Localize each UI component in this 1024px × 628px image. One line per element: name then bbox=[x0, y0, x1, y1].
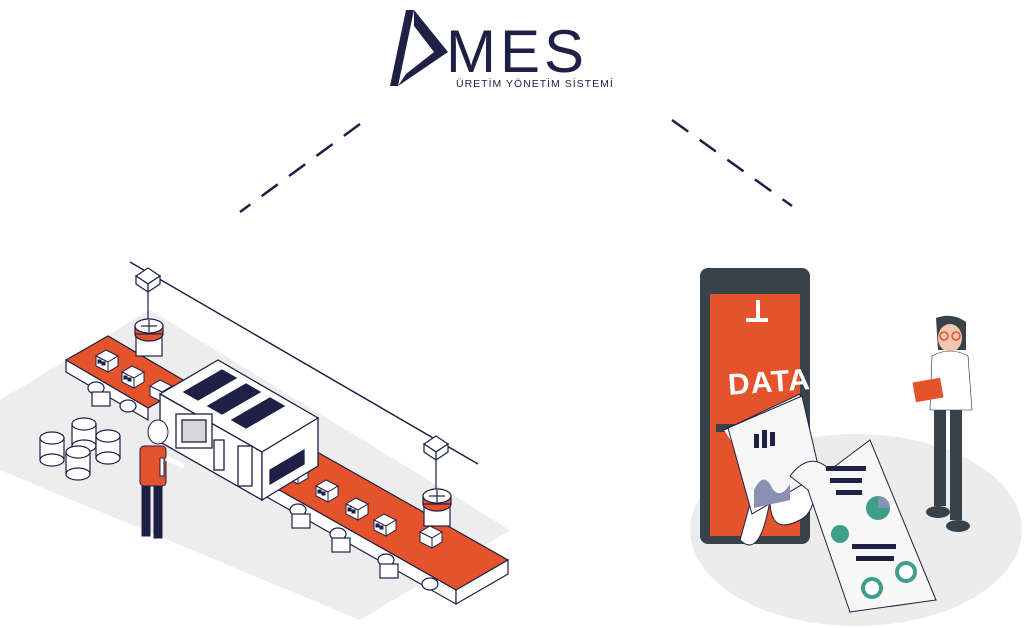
connector-right bbox=[671, 118, 793, 208]
logo-subtitle: ÜRETİM YÖNETİM SİSTEMİ bbox=[456, 78, 614, 90]
data-phone-illustration bbox=[690, 268, 1022, 626]
phone-screen-label: DATA bbox=[726, 363, 812, 402]
factory-conveyor-illustration bbox=[0, 261, 510, 620]
logo-mark-icon bbox=[390, 10, 448, 86]
connector-left bbox=[239, 122, 361, 214]
logo-brand: MES bbox=[446, 18, 589, 85]
analyst-person-illustration bbox=[912, 315, 973, 532]
mes-logo: MES ÜRETİM YÖNETİM SİSTEMİ bbox=[388, 8, 648, 90]
